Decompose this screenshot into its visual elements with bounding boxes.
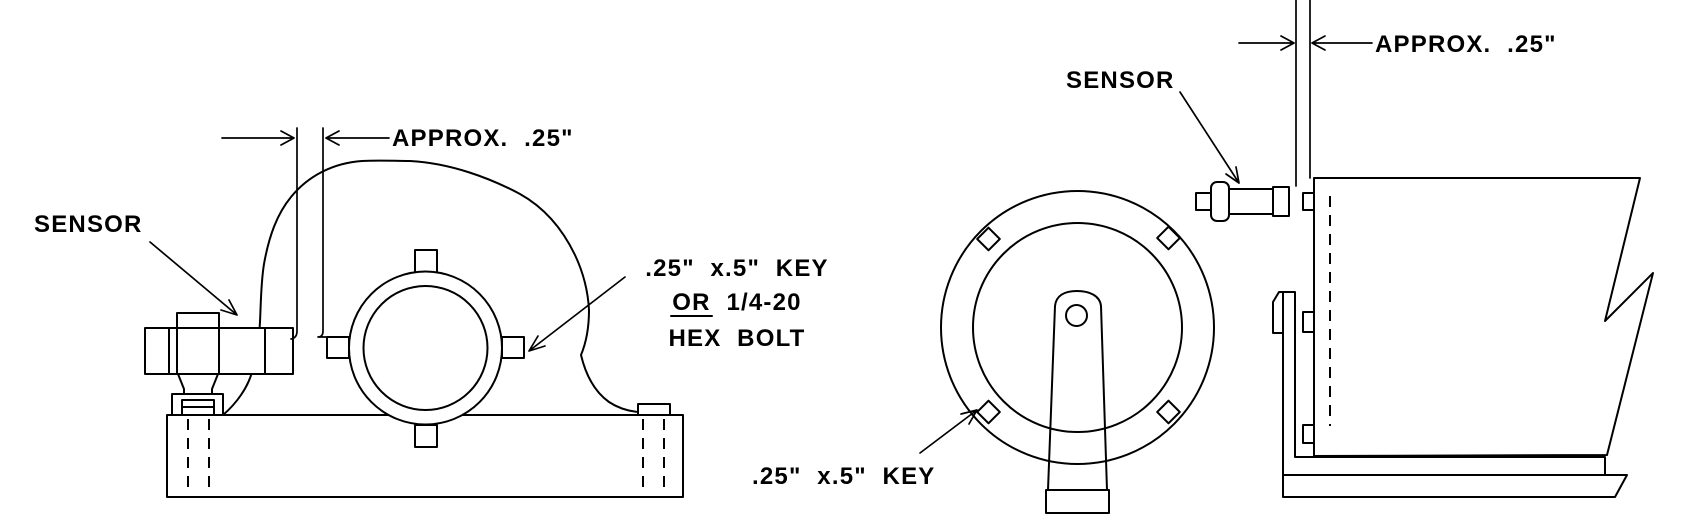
- gap-extension-line-left: [290, 127, 298, 340]
- key-note-line2: OR 1/4-20: [672, 289, 801, 316]
- right-gap-label: APPROX. .25": [1375, 31, 1557, 58]
- sensor-body-segments: [168, 327, 266, 375]
- left-sensor-label: SENSOR: [34, 211, 143, 238]
- sensor-leader-arrow: [1179, 91, 1240, 184]
- housing-boss-middle: [1302, 311, 1315, 333]
- left-view: SENSOR APPROX. .25" .25" x.5" KEY OR 1/4…: [34, 125, 829, 498]
- bearing-dome: [222, 159, 639, 416]
- left-gap-label: APPROX. .25": [392, 125, 574, 152]
- sheave-inner-circle: [972, 222, 1183, 433]
- dimension-arrow-left: [325, 130, 390, 146]
- shaft-key-tab-bottom: [414, 424, 438, 448]
- rim-key-tab-nw: [976, 226, 1001, 252]
- key-note-leader-arrow: [528, 276, 626, 352]
- shaft-key-tab-right: [501, 336, 525, 359]
- key-leader-arrow: [919, 409, 978, 454]
- rim-key-tab-sw: [976, 399, 1001, 425]
- machine-housing: [1313, 177, 1654, 457]
- hidden-bolt-hole-right: [642, 419, 665, 488]
- key-note-line1: .25" x.5" KEY: [645, 255, 829, 282]
- sensor-neck: [177, 373, 219, 395]
- sensor-clamp-bar: [176, 312, 220, 375]
- right-sensor-label: SENSOR: [1066, 67, 1175, 94]
- sensor-tip-nub: [1195, 192, 1212, 211]
- sensor-flange: [1210, 181, 1230, 222]
- stand-hub-hole: [1065, 304, 1088, 327]
- shaft-key-tab-top: [414, 249, 438, 274]
- rim-key-tab-ne: [1156, 225, 1181, 251]
- dimension-arrow-left: [1311, 35, 1373, 51]
- housing-boss-top: [1302, 192, 1315, 211]
- dimension-arrow-right: [221, 130, 295, 146]
- key-note-or: OR: [672, 289, 710, 316]
- shaft-bore: [362, 285, 489, 411]
- rim-key-tab-se: [1156, 399, 1181, 425]
- gap-extension-line-right: [317, 127, 328, 338]
- mounting-bracket: [1272, 291, 1606, 476]
- stand-foot: [1045, 489, 1110, 514]
- housing-boss-bottom: [1302, 424, 1315, 444]
- dimension-arrow-right: [1238, 35, 1295, 51]
- key-note-line3: HEX BOLT: [668, 325, 805, 352]
- right-key-label: .25" x.5" KEY: [752, 463, 936, 490]
- sensor-leader-arrow: [149, 241, 238, 316]
- sensor-body: [1228, 188, 1274, 215]
- key-note: .25" x.5" KEY OR 1/4-20 HEX BOLT: [645, 255, 829, 352]
- base-plate: [1282, 474, 1628, 498]
- stand-arm: [1047, 290, 1108, 491]
- shaft-key-tab-left: [326, 336, 350, 359]
- sensor-mount-cap: [1272, 186, 1290, 217]
- right-view: SENSOR APPROX. .25" .25" x.5" KEY: [752, 0, 1654, 514]
- key-note-thread: 1/4-20: [711, 289, 802, 316]
- bolt-lug: [637, 403, 671, 416]
